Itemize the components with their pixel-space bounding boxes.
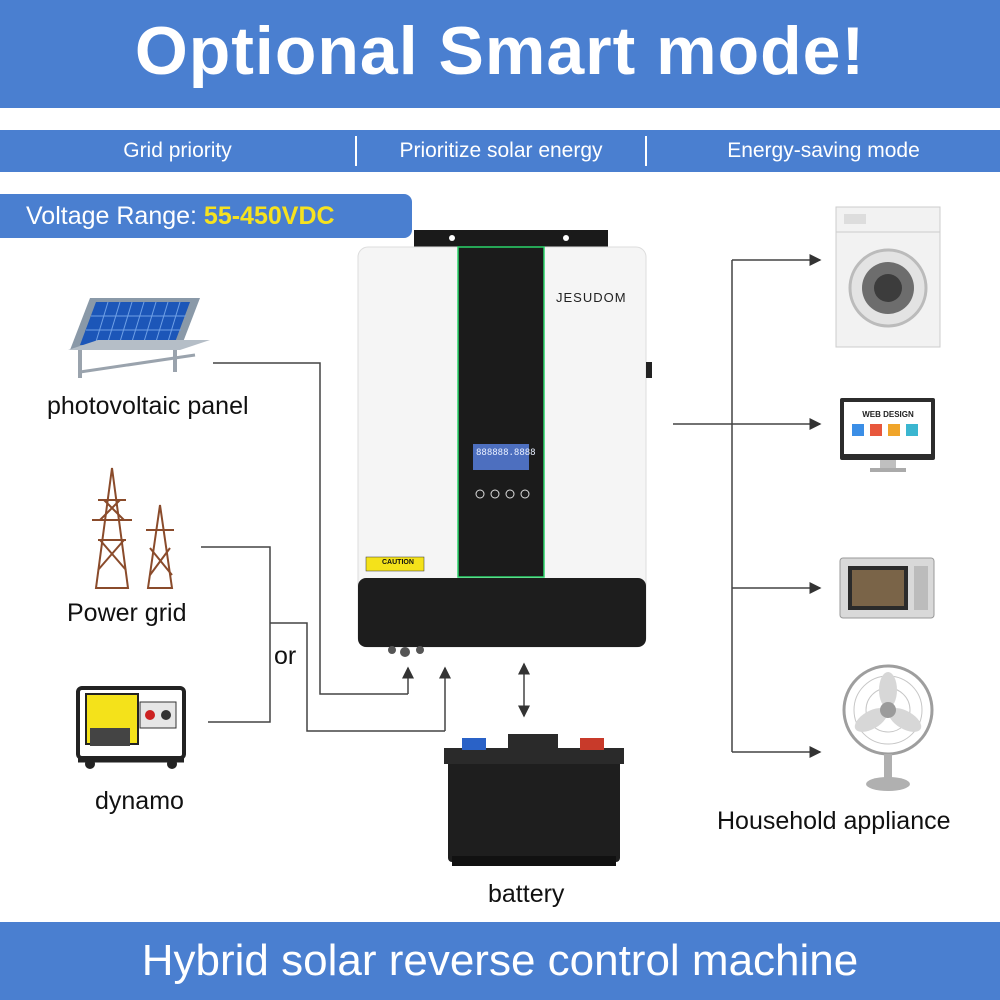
bottom-banner: Hybrid solar reverse control machine — [0, 922, 1000, 1000]
label-battery: battery — [488, 880, 565, 908]
output-wires — [673, 254, 822, 758]
microwave-icon — [839, 557, 935, 619]
input-wires — [201, 362, 530, 732]
mode-grid-priority: Grid priority — [123, 139, 232, 162]
fan-icon — [842, 664, 934, 791]
mode-divider — [355, 136, 357, 166]
power-tower-icon — [92, 467, 174, 589]
label-power-grid: Power grid — [67, 599, 187, 627]
label-or: or — [274, 642, 297, 670]
washing-machine-icon — [835, 206, 941, 348]
mode-bar: Grid priority Prioritize solar energy En… — [0, 130, 1000, 172]
generator-icon — [76, 686, 186, 769]
lcd-display: 888888.8888 — [476, 448, 536, 458]
page-title: Optional Smart mode! — [134, 13, 866, 89]
footer-title: Hybrid solar reverse control machine — [141, 936, 859, 985]
inverter-device — [357, 230, 652, 657]
voltage-range-value: 55-450VDC — [203, 202, 335, 230]
brand-logo: JESUDOM — [556, 290, 627, 305]
voltage-range-label: Voltage Range: — [26, 202, 204, 230]
voltage-range-badge: Voltage Range: 55-450VDC — [0, 194, 412, 238]
battery-icon — [444, 734, 624, 866]
mode-energy-saving: Energy-saving mode — [727, 139, 920, 162]
monitor-screen-text: WEB DESIGN — [862, 410, 914, 419]
monitor-icon — [840, 398, 935, 472]
caution-label: CAUTION — [382, 559, 414, 566]
solar-panel-icon — [68, 298, 210, 378]
mode-solar-priority: Prioritize solar energy — [399, 139, 603, 162]
label-dynamo: dynamo — [95, 787, 184, 815]
top-banner: Optional Smart mode! — [0, 0, 1000, 108]
label-photovoltaic-panel: photovoltaic panel — [47, 392, 249, 420]
label-household-appliance: Household appliance — [717, 807, 951, 835]
mode-divider — [645, 136, 647, 166]
